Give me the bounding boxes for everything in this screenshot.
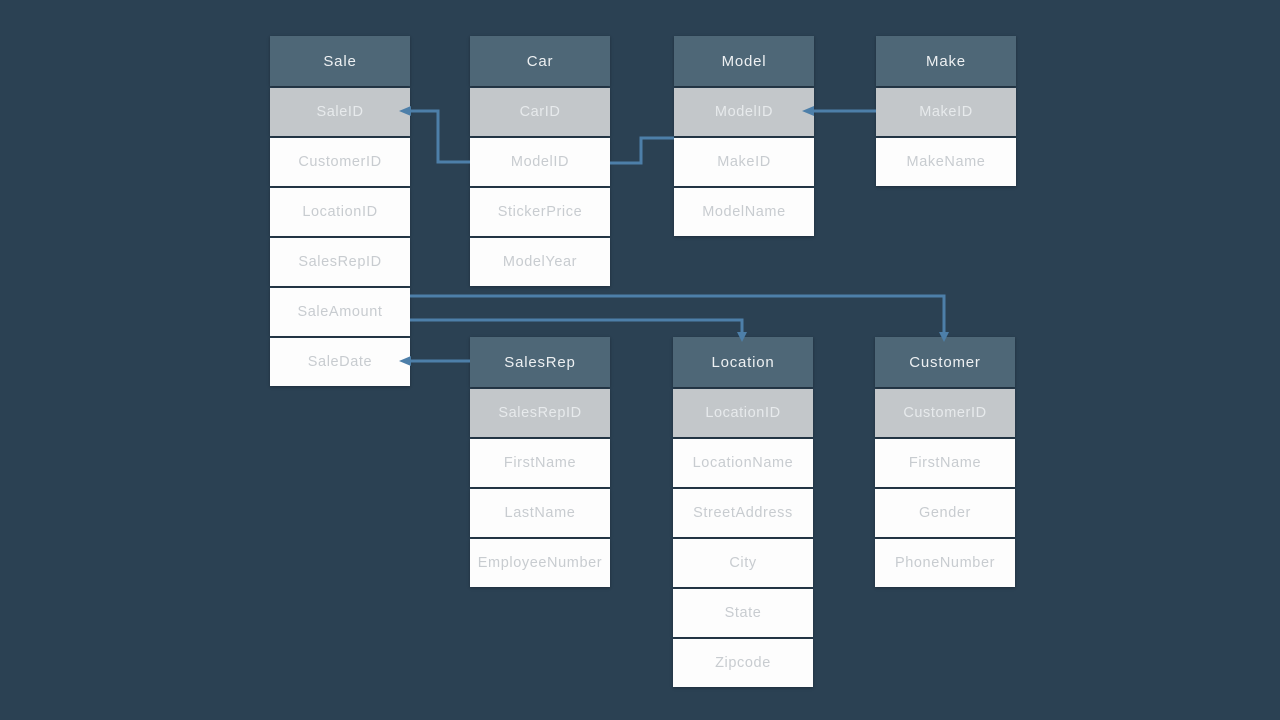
table-salesrep-title: SalesRep: [470, 337, 610, 387]
table-location-column-zipcode: Zipcode: [673, 639, 813, 687]
table-model-title: Model: [674, 36, 814, 86]
table-car-column-carid: CarID: [470, 88, 610, 136]
table-sale-column-locationid: LocationID: [270, 188, 410, 236]
table-make-column-makeid: MakeID: [876, 88, 1016, 136]
table-location-column-state: State: [673, 589, 813, 637]
table-customer-column-customerid: CustomerID: [875, 389, 1015, 437]
table-salesrep-column-salesrepid: SalesRepID: [470, 389, 610, 437]
table-model-column-modelname: ModelName: [674, 188, 814, 236]
table-model-column-modelid: ModelID: [674, 88, 814, 136]
connector-car-modelid-to-model-modelid: [610, 136, 674, 165]
table-sale-column-saleid: SaleID: [270, 88, 410, 136]
table-make-column-makename: MakeName: [876, 138, 1016, 186]
table-model-column-makeid: MakeID: [674, 138, 814, 186]
table-location-title: Location: [673, 337, 813, 387]
table-salesrep-column-lastname: LastName: [470, 489, 610, 537]
table-car-title: Car: [470, 36, 610, 86]
table-customer-column-phonenumber: PhoneNumber: [875, 539, 1015, 587]
table-customer-column-firstname: FirstName: [875, 439, 1015, 487]
table-location-column-city: City: [673, 539, 813, 587]
table-make-title: Make: [876, 36, 1016, 86]
table-sale-column-customerid: CustomerID: [270, 138, 410, 186]
table-location-column-locationname: LocationName: [673, 439, 813, 487]
table-car-column-modelid: ModelID: [470, 138, 610, 186]
table-sale-column-saledate: SaleDate: [270, 338, 410, 386]
table-location-column-streetaddress: StreetAddress: [673, 489, 813, 537]
connector-sale-to-customer: [410, 294, 949, 342]
table-customer-column-gender: Gender: [875, 489, 1015, 537]
table-salesrep-column-employeenumber: EmployeeNumber: [470, 539, 610, 587]
table-customer-title: Customer: [875, 337, 1015, 387]
table-car-column-stickerprice: StickerPrice: [470, 188, 610, 236]
table-sale-title: Sale: [270, 36, 410, 86]
table-salesrep-column-firstname: FirstName: [470, 439, 610, 487]
table-car-column-modelyear: ModelYear: [470, 238, 610, 286]
table-sale-column-saleamount: SaleAmount: [270, 288, 410, 336]
table-sale-column-salesrepid: SalesRepID: [270, 238, 410, 286]
table-location-column-locationid: LocationID: [673, 389, 813, 437]
